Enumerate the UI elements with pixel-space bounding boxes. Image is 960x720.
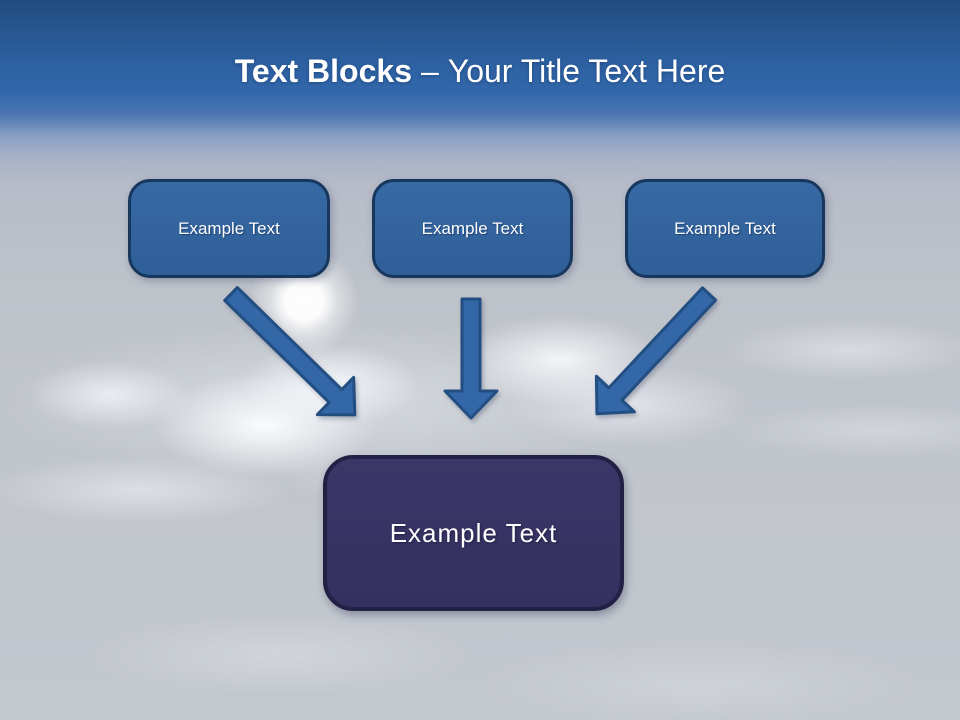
text-block-2-label: Example Text	[421, 218, 524, 238]
title-subtitle: Your Title Text Here	[447, 53, 726, 89]
text-block-1-label: Example Text	[178, 218, 280, 238]
title-separator: –	[420, 53, 439, 89]
text-block-1: Example Text	[128, 179, 330, 278]
slide-title: Text Blocks–Your Title Text Here	[0, 52, 960, 90]
text-block-2: Example Text	[372, 179, 573, 278]
text-block-3: Example Text	[625, 179, 825, 278]
title-emphasis: Text Blocks	[234, 53, 412, 89]
text-block-3-label: Example Text	[674, 218, 776, 238]
result-block: Example Text	[323, 455, 624, 611]
result-block-label: Example Text	[389, 517, 558, 548]
